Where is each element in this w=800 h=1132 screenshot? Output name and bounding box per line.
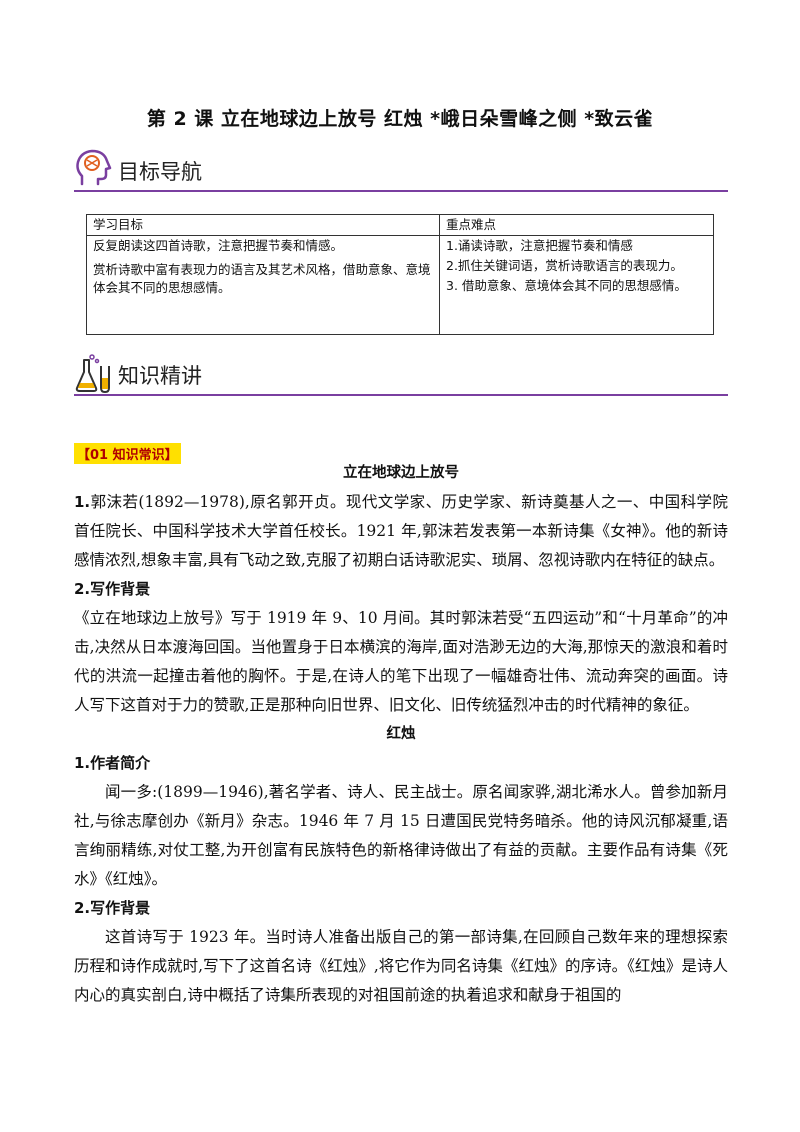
lesson-title: 第 2 课 立在地球边上放号 红烛 *峨日朵雪峰之侧 *致云雀 bbox=[146, 108, 654, 130]
paragraph-number: 1. bbox=[74, 493, 91, 511]
poem2-author-paragraph: 闻一多:(1899—1946),著名学者、诗人、民主战士。原名闻家骅,湖北浠水人… bbox=[74, 783, 728, 888]
poem1-background-heading: 2.写作背景 bbox=[74, 580, 151, 598]
keypoints-cell: 1.诵读诗歌，注意把握节奏和情感 2.抓住关键词语，赏析诗歌语言的表现力。 3.… bbox=[439, 235, 714, 335]
knowledge-header: 知识精讲 bbox=[74, 352, 728, 396]
keypoint-item: 2.抓住关键词语，赏析诗歌语言的表现力。 bbox=[446, 258, 683, 273]
poem2-background-heading: 2.写作背景 bbox=[74, 899, 151, 917]
brain-head-icon bbox=[76, 149, 112, 186]
knowledge-label: 知识精讲 bbox=[118, 364, 202, 388]
poem1-background-paragraph: 《立在地球边上放号》写于 1919 年 9、10 月间。其时郭沫若受“五四运动”… bbox=[74, 609, 728, 714]
main-content: 立在地球边上放号 1.郭沫若(1892—1978),原名郭开贞。现代文学家、历史… bbox=[74, 459, 728, 1010]
knowledge-tag: 【01 知识常识】 bbox=[74, 443, 181, 464]
section-divider bbox=[74, 190, 728, 192]
goal-item: 赏析诗歌中富有表现力的语言及其艺术风格，借助意象、意境体会其不同的思想感情。 bbox=[93, 262, 431, 295]
goals-table: 学习目标 重点难点 反复朗读这四首诗歌，注意把握节奏和情感。 赏析诗歌中富有表现… bbox=[86, 214, 714, 335]
goals-nav-label: 目标导航 bbox=[118, 160, 202, 184]
poem2-background-paragraph: 这首诗写于 1923 年。当时诗人准备出版自己的第一部诗集,在回顾自己数年来的理… bbox=[74, 928, 728, 1004]
section-divider bbox=[74, 394, 728, 396]
goals-nav-header: 目标导航 bbox=[74, 148, 728, 192]
poem1-title: 立在地球边上放号 bbox=[343, 465, 459, 481]
keypoint-item: 3. 借助意象、意境体会其不同的思想感情。 bbox=[446, 278, 687, 293]
goals-cell: 反复朗读这四首诗歌，注意把握节奏和情感。 赏析诗歌中富有表现力的语言及其艺术风格… bbox=[86, 235, 440, 335]
poem2-author-heading: 1.作者简介 bbox=[74, 754, 151, 772]
goal-item: 反复朗读这四首诗歌，注意把握节奏和情感。 bbox=[93, 238, 344, 253]
poem2-title: 红烛 bbox=[386, 726, 416, 742]
lab-flask-icon bbox=[75, 354, 110, 394]
poem1-author-paragraph: 1.郭沫若(1892—1978),原名郭开贞。现代文学家、历史学家、新诗奠基人之… bbox=[74, 488, 728, 575]
goals-header: 学习目标 bbox=[86, 214, 440, 236]
paragraph-text: 郭沫若(1892—1978),原名郭开贞。现代文学家、历史学家、新诗奠基人之一、… bbox=[74, 493, 728, 569]
keypoint-item: 1.诵读诗歌，注意把握节奏和情感 bbox=[446, 238, 633, 253]
keypoints-header: 重点难点 bbox=[439, 214, 714, 236]
